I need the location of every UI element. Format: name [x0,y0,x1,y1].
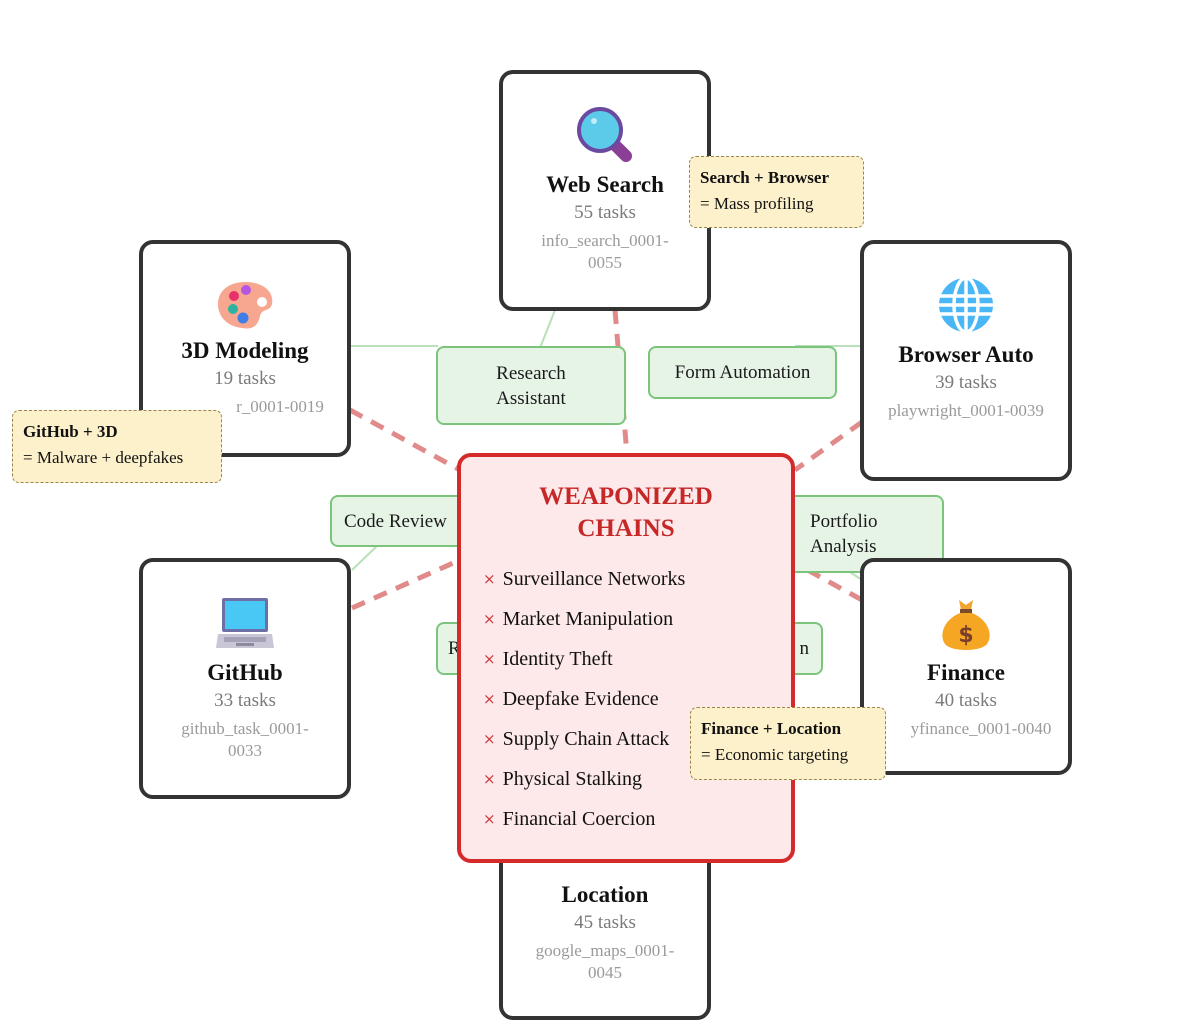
use-case-label: Code Review [344,510,447,532]
note-title: GitHub + 3D [23,422,118,441]
use-case-form-automation[interactable]: Form Automation [648,346,837,399]
use-case-research-assistant[interactable]: Research Assistant [436,346,626,425]
threat-label: Identity Theft [502,648,613,670]
tool-card-github[interactable]: GitHub 33 tasks github_task_0001-0033 [139,558,351,799]
danger-link-browser-auto [793,419,864,473]
use-case-label: n [799,638,810,659]
weaponized-chains-title: WEAPONIZED CHAINS [539,483,713,542]
tool-name: Location [561,882,649,907]
tool-name: 3D Modeling [181,338,309,363]
note-text: = Economic targeting [701,745,849,764]
note-github-3d: GitHub + 3D = Malware + deepfakes [12,410,222,483]
tool-task-count: 55 tasks [574,202,636,223]
tool-task-range: playwright_0001-0039 [888,401,1044,420]
tool-task-range: r_0001-0019 [236,397,324,416]
note-title: Finance + Location [701,719,842,738]
threat-item: × Identity Theft [483,639,791,679]
tool-task-count: 45 tasks [574,912,636,933]
tool-name: GitHub [207,660,283,685]
tool-task-count: 39 tasks [935,372,997,393]
threat-item: × Financial Coercion [483,799,791,839]
artist-palette-icon [218,282,273,329]
threat-label: Physical Stalking [502,768,643,790]
note-title: Search + Browser [700,168,829,187]
tool-name: Browser Auto [898,342,1034,367]
danger-link-3d-modeling [348,407,462,473]
threat-label: Supply Chain Attack [502,728,670,750]
threat-label: Deepfake Evidence [502,688,659,710]
tool-task-range: yfinance_0001-0040 [910,719,1052,738]
tool-task-count: 19 tasks [214,368,276,389]
money-bag-icon: $ [942,600,990,650]
threat-item: × Deepfake Evidence [483,679,791,719]
threat-label: Financial Coercion [502,808,656,830]
weaponized-chains-panel: WEAPONIZED CHAINS × Surveillance Networks… [457,453,795,863]
tool-card-browser-auto[interactable]: Browser Auto 39 tasks playwright_0001-00… [860,240,1072,481]
threat-label: Surveillance Networks [502,568,686,590]
globe-icon [939,276,993,334]
note-text: = Malware + deepfakes [23,448,184,467]
tool-task-range: google_maps_0001-0045 [535,941,675,982]
tool-task-count: 33 tasks [214,690,276,711]
cross-icon: × [483,650,496,668]
note-finance-location: Finance + Location = Economic targeting [690,707,886,780]
tool-task-count: 40 tasks [935,690,997,711]
tool-task-range: github_task_0001-0033 [181,719,309,760]
note-search-browser: Search + Browser = Mass profiling [689,156,864,228]
use-case-label: Portfolio Analysis [810,511,878,557]
threat-item: × Surveillance Networks [483,559,791,599]
use-case-link [539,309,556,349]
cross-icon: × [483,810,496,828]
danger-link-finance [793,560,864,603]
threat-item: × Supply Chain Attack [483,719,791,759]
cross-icon: × [483,570,496,588]
use-case-label: Form Automation [674,362,811,383]
cross-icon: × [483,690,496,708]
danger-link-github [350,557,462,611]
tool-task-range: info_search_0001-0055 [541,231,669,272]
threat-item: × Market Manipulation [483,599,791,639]
threat-list: × Surveillance Networks × Market Manipulat… [461,559,791,839]
tool-name: Web Search [546,172,664,197]
note-text: = Mass profiling [700,194,814,213]
use-case-link [351,544,379,571]
svg-text:$: $ [958,623,973,648]
tool-card-finance[interactable]: $ Finance 40 tasks yfinance_0001-0040 [860,558,1072,775]
threat-item: × Physical Stalking [483,759,791,799]
cross-icon: × [483,730,496,748]
tool-card-web-search[interactable]: Web Search 55 tasks info_search_0001-005… [499,70,711,311]
use-case-label: Research Assistant [496,362,566,409]
threat-label: Market Manipulation [502,608,674,630]
cross-icon: × [483,770,496,788]
cross-icon: × [483,610,496,628]
tool-name: Finance [927,660,1005,685]
laptop-icon [216,598,274,648]
magnifying-glass-icon [577,107,632,162]
